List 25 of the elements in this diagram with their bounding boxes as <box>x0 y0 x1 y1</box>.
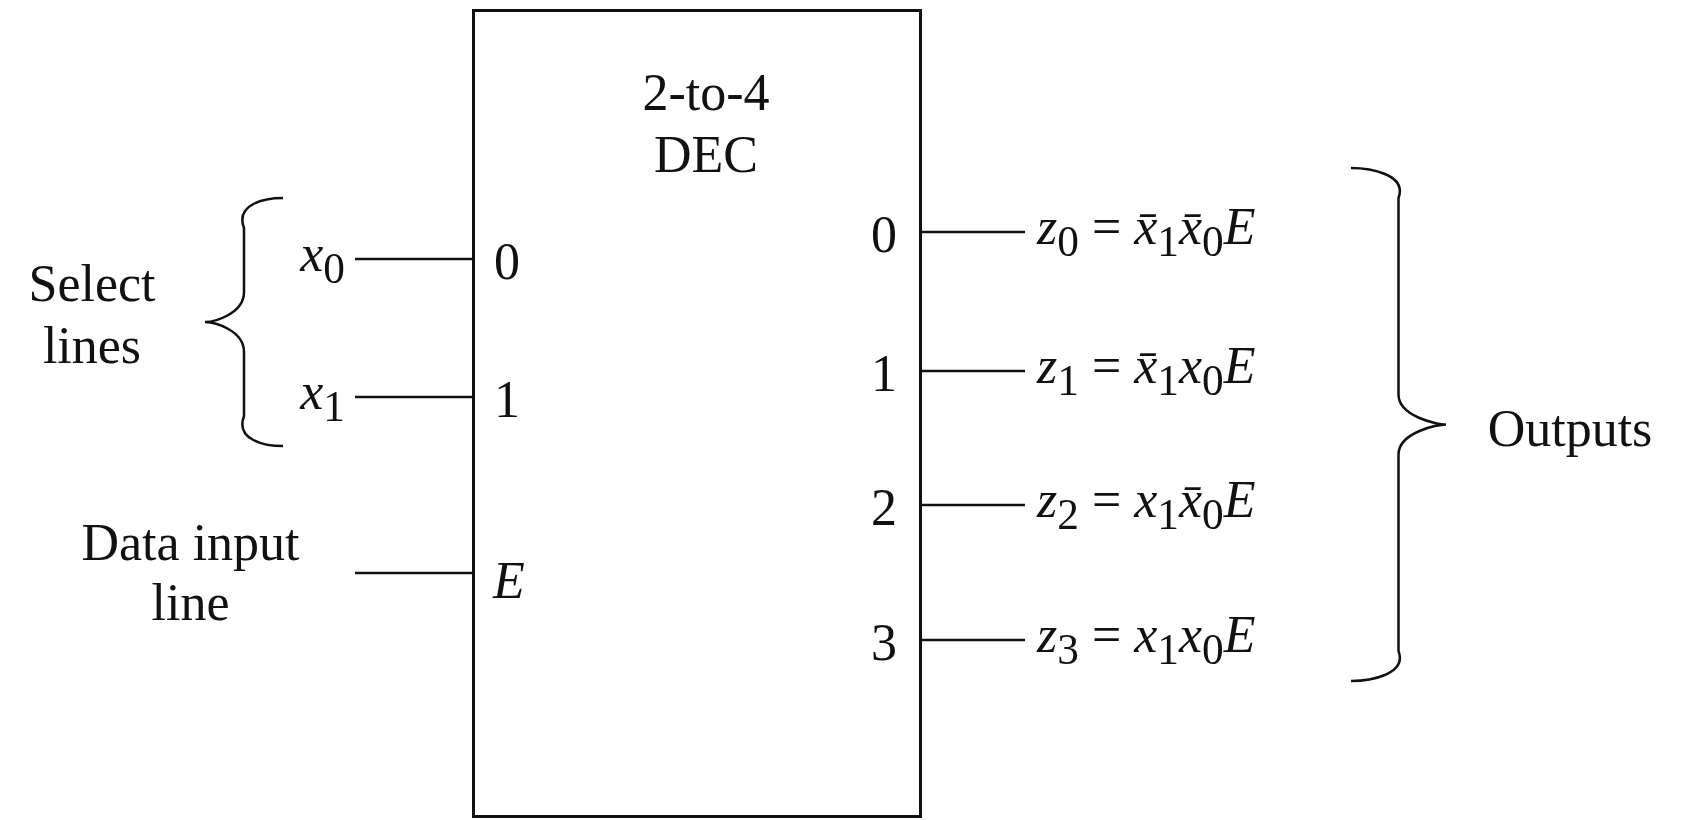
pin-label: 1 <box>494 369 520 430</box>
pin-label: 0 <box>494 231 520 292</box>
select-input-label: x$_{0}$ <box>270 224 355 294</box>
select-input-label: x$_{1}$ <box>270 362 355 432</box>
output-equation: z$_{2}$ = x$_{1}$x̄$_{0}$E <box>1025 470 1325 540</box>
signal-line <box>922 638 1025 642</box>
pin-label: 1 <box>871 343 897 404</box>
signal-line <box>922 369 1025 373</box>
signal-line <box>922 230 1025 234</box>
signal-line <box>355 395 472 399</box>
output-equation: z$_{3}$ = x$_{1}$x$_{0}$E <box>1025 605 1325 675</box>
decoder-block <box>472 9 922 818</box>
pin-label: 2 <box>871 477 897 538</box>
pin-label: 3 <box>871 612 897 673</box>
group-label: Select lines <box>27 253 157 376</box>
signal-line <box>922 503 1025 507</box>
signal-line <box>355 257 472 261</box>
output-equation: z$_{1}$ = x̄$_{1}$x$_{0}$E <box>1025 336 1325 406</box>
signal-line <box>355 571 472 575</box>
pin-label: 0 <box>871 204 897 265</box>
output-equation: z$_{0}$ = x̄$_{1}$x̄$_{0}$E <box>1025 197 1325 267</box>
block-title: 2-to-4 DEC <box>641 62 771 185</box>
group-label: Outputs <box>1487 398 1653 459</box>
pin-label: E <box>493 550 525 611</box>
input-label: Data input line <box>40 513 355 633</box>
